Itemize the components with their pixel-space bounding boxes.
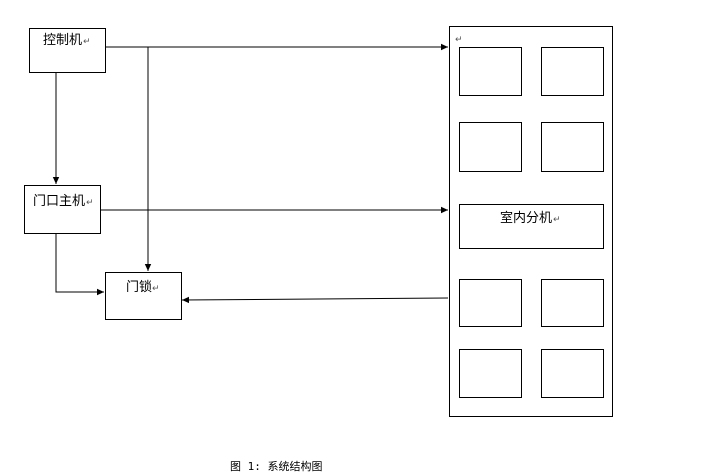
door-host-box <box>24 185 101 234</box>
door-host-paragraph-mark: ↵ <box>86 198 94 208</box>
door-lock-box <box>105 272 182 320</box>
indoor-sub-box <box>459 47 522 96</box>
indoor-sub-box <box>541 279 604 327</box>
door-lock-node: 门锁 ↵ <box>105 272 182 320</box>
controller-node: 控制机 ↵ <box>29 28 106 73</box>
indoor-sub-box <box>541 349 604 398</box>
edge-indoor-to-door-lock <box>181 296 449 304</box>
edges <box>52 43 449 304</box>
figure-caption: 图 1: 系统结构图 <box>230 459 323 473</box>
door-host-label: 门口主机 <box>33 194 85 209</box>
indoor-unit-box <box>459 204 604 249</box>
controller-label: 控制机 <box>43 33 82 48</box>
indoor-sub-box <box>459 279 522 327</box>
indoor-unit-label: 室内分机 <box>500 210 552 226</box>
door-host-node: 门口主机 ↵ <box>24 185 101 234</box>
door-lock-paragraph-mark: ↵ <box>152 284 160 294</box>
edge-door-host-to-door-lock <box>55 234 104 296</box>
indoor-sub-box <box>459 122 522 172</box>
door-lock-label: 门锁 <box>126 279 152 295</box>
indoor-panel-paragraph-mark: ↵ <box>455 35 463 45</box>
indoor-sub-box <box>541 47 604 96</box>
indoor-panel: ↵ 室内分机 ↵ <box>449 26 613 417</box>
indoor-unit-paragraph-mark: ↵ <box>553 215 561 225</box>
indoor-sub-box <box>459 349 522 398</box>
controller-paragraph-mark: ↵ <box>83 37 91 47</box>
indoor-sub-box <box>541 122 604 172</box>
controller-box <box>29 28 106 73</box>
